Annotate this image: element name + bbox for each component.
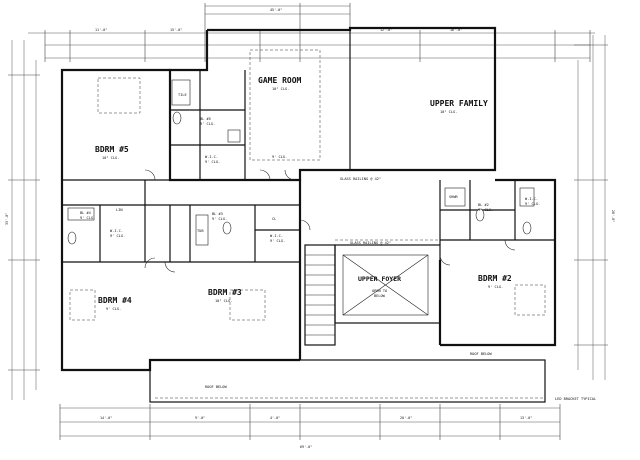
- svg-text:9' CLG.: 9' CLG.: [270, 239, 285, 243]
- dim-seg-h: 20'-0": [400, 416, 412, 420]
- room-upper-foyer: UPPER FOYER OPEN TO BELOW: [358, 275, 401, 298]
- bdrm5-title: BDRM #5: [95, 145, 129, 154]
- svg-text:9' CLG.: 9' CLG.: [200, 122, 215, 126]
- glass-railing-foyer-note: GLASS RAILING @ 42": [350, 241, 391, 245]
- bdrm4-title: BDRM #4: [98, 296, 132, 305]
- plumbing-fixtures: [67, 79, 535, 246]
- exterior-walls: [60, 26, 557, 403]
- linen-note: LIN: [116, 208, 123, 212]
- roof-below-left-note: ROOF BELOW: [205, 385, 227, 389]
- game-room-title: GAME ROOM: [258, 76, 302, 85]
- dim-seg-e: 14'-0": [100, 416, 112, 420]
- svg-text:9' CLG.: 9' CLG.: [525, 202, 540, 206]
- svg-text:OPEN TO: OPEN TO: [372, 289, 387, 293]
- svg-text:9' CLG.: 9' CLG.: [106, 307, 121, 311]
- svg-text:10" CLG.: 10" CLG.: [272, 87, 289, 91]
- wic-upper-label: W.I.C.: [205, 155, 218, 159]
- wic-left-label: W.I.C.: [110, 229, 123, 233]
- bath-upper-label: BL #5: [200, 117, 211, 121]
- door-swings: [144, 169, 516, 273]
- room-bdrm2: BDRM #2 9' CLG.: [478, 274, 512, 289]
- upper-foyer-title: UPPER FOYER: [358, 275, 401, 283]
- wic-mid-label: W.I.C.: [270, 234, 283, 238]
- dim-seg-f: 9'-0": [195, 416, 205, 420]
- room-upper-family: UPPER FAMILY 10" CLG.: [430, 99, 488, 114]
- svg-text:9' CLG.: 9' CLG.: [205, 160, 220, 164]
- dim-seg-c: 12'-0": [380, 28, 392, 32]
- bath-mid-label: BL #3: [212, 212, 223, 216]
- svg-text:10" CLG.: 10" CLG.: [440, 110, 457, 114]
- svg-text:BELOW: BELOW: [374, 294, 386, 298]
- room-bdrm3: BDRM #3 10" CLG.: [208, 288, 242, 303]
- dim-top-total: 45'-0": [270, 8, 282, 12]
- bdrm3-title: BDRM #3: [208, 288, 242, 297]
- svg-text:9' CLG.: 9' CLG.: [478, 208, 493, 212]
- upper-family-title: UPPER FAMILY: [430, 99, 488, 108]
- dim-seg-g: 4'-0": [270, 416, 280, 420]
- roof-below-right-note: ROOF BELOW: [470, 352, 492, 356]
- dim-seg-a: 11'-0": [95, 28, 107, 32]
- bdrm2-title: BDRM #2: [478, 274, 512, 283]
- svg-text:9' CLG.: 9' CLG.: [80, 216, 95, 220]
- tub-note: TUB: [197, 229, 204, 233]
- svg-text:9' CLG.: 9' CLG.: [272, 155, 287, 159]
- wic-right-label: W.I.C.: [525, 197, 538, 201]
- dim-seg-b: 15'-0": [170, 28, 182, 32]
- svg-text:10" CLG.: 10" CLG.: [215, 299, 232, 303]
- dim-right-side: 28'-0": [611, 210, 615, 222]
- annotation-notes: GLASS RAILING @ 42" GLASS RAILING @ 42" …: [116, 93, 596, 401]
- svg-text:9' CLG.: 9' CLG.: [110, 234, 125, 238]
- room-bdrm4: BDRM #4 9' CLG.: [98, 296, 132, 311]
- svg-text:9' CLG.: 9' CLG.: [488, 285, 503, 289]
- interior-walls: [62, 30, 555, 263]
- glass-railing-top-note: GLASS RAILING @ 42": [340, 177, 381, 181]
- bracket-typical-note: LED BRACKET TYPICAL: [555, 397, 596, 401]
- svg-text:10" CLG.: 10" CLG.: [102, 156, 119, 160]
- stair-and-foyer: [304, 239, 441, 346]
- shower-note: SHWR: [449, 195, 458, 199]
- dimension-lines: [8, 3, 608, 440]
- room-bdrm5: BDRM #5 10" CLG.: [95, 145, 129, 160]
- closet-note: CL: [272, 217, 276, 221]
- dim-left-side: 33'-0": [5, 213, 9, 225]
- bath-right-label: BL #2: [478, 203, 489, 207]
- small-room-labels: W.I.C. 9' CLG. W.I.C. 9' CLG. W.I.C. 9' …: [80, 117, 540, 243]
- dimension-labels: 45'-0" 69'-0" 11'-0" 15'-0" 12'-0" 16'-0…: [5, 8, 615, 449]
- game-room-ceiling-outline: [249, 49, 321, 161]
- dim-seg-i: 13'-0": [520, 416, 532, 420]
- tile-note: TILE: [178, 93, 187, 97]
- bath-left-label: BL #4: [80, 211, 91, 215]
- dim-bottom-total: 69'-0": [300, 445, 312, 449]
- svg-text:9' CLG.: 9' CLG.: [212, 217, 227, 221]
- room-game-room: GAME ROOM 10" CLG. 9' CLG.: [258, 76, 302, 159]
- dim-seg-d: 16'-0": [450, 28, 462, 32]
